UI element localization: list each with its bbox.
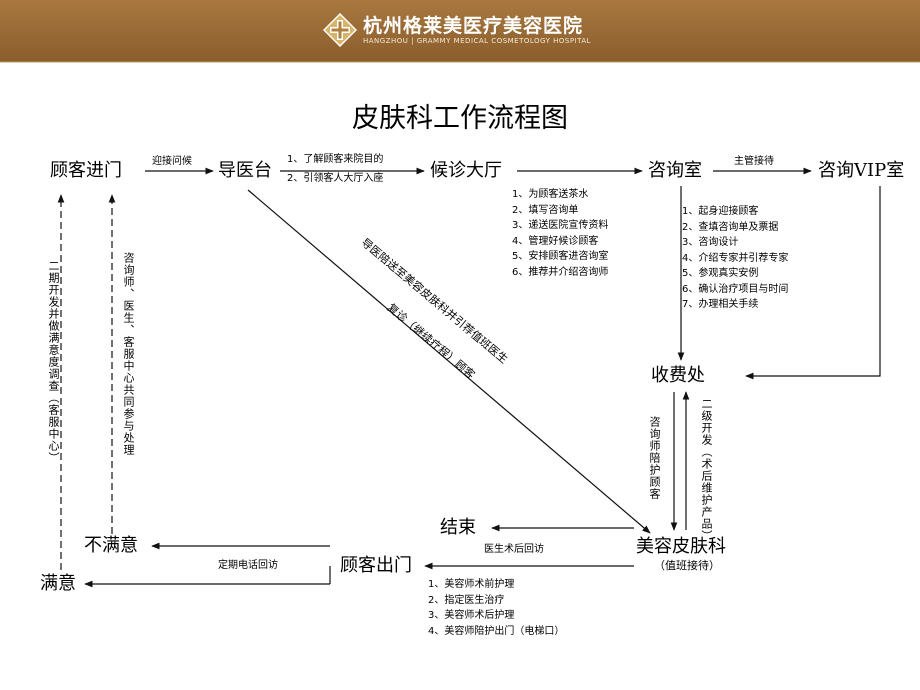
node-reception: 导医台 [218, 160, 272, 181]
list-consult-room: 1、起身迎接顾客 2、查填咨询单及票据 3、咨询设计 4、介绍专家并引荐专家 5… [682, 204, 788, 313]
label-left-inner: 咨询师、医生、客服中心共同参与处理 [122, 252, 135, 456]
edge-reception-derm [247, 189, 651, 534]
list-item: 7、办理相关手续 [682, 299, 759, 310]
list-item: 3、美容师术后护理 [428, 610, 515, 621]
list-item: 2、指定医生治疗 [428, 594, 505, 606]
list-item: 6、推荐并介绍咨询师 [512, 266, 609, 278]
node-dermatology: 美容皮肤科 [636, 536, 726, 557]
hospital-name-en: HANGZHOU | GRAMMY MEDICAL COSMETOLOGY HO… [363, 36, 592, 45]
list-item: 4、美容师陪护出门（电梯口） [428, 625, 565, 637]
node-cashier: 收费处 [651, 365, 705, 386]
list-item: 5、参观真实安例 [682, 268, 759, 279]
node-customer-enter: 顾客进门 [50, 160, 122, 181]
header-curve [0, 61, 920, 63]
hospital-name-cn: 杭州格莱美医疗美容医院 [363, 14, 584, 37]
node-unsatisfied: 不满意 [84, 535, 138, 556]
label-secondary-dev: 二级开发（术后维护产品） [700, 398, 713, 542]
list-waiting-hall: 1、为顾客送茶水 2、填写咨询单 3、递送医院宣传资料 4、管理好候诊顾客 5、… [512, 187, 608, 280]
list-item: 1、起身迎接顾客 [682, 206, 759, 217]
list-item: 4、介绍专家并引荐专家 [682, 252, 789, 264]
list-item: 3、咨询设计 [682, 237, 739, 248]
node-end: 结束 [440, 517, 476, 538]
list-item: 1、美容师术前护理 [428, 579, 515, 590]
label-welcome: 迎接问候 [152, 156, 192, 167]
list-dermatology: 1、美容师术前护理 2、指定医生治疗 3、美容师术后护理 4、美容师陪护出门（电… [428, 577, 564, 639]
node-dermatology-sub: （值班接待） [654, 559, 720, 572]
list-item: 1、为顾客送茶水 [512, 189, 589, 200]
header-band [0, 0, 920, 62]
node-satisfied: 满意 [40, 573, 76, 594]
page-title: 皮肤科工作流程图 [352, 103, 568, 134]
list-item: 2、查填咨询单及票据 [682, 221, 779, 233]
node-consult-room: 咨询室 [648, 160, 702, 181]
label-reception-step-1: 1、了解顾客来院目的 [287, 154, 384, 165]
node-vip-room: 咨询VIP室 [818, 160, 905, 181]
hospital-logo: 杭州格莱美医疗美容医院 HANGZHOU | GRAMMY MEDICAL CO… [323, 10, 591, 50]
list-item: 3、递送医院宣传资料 [512, 220, 609, 231]
label-reception-step-2: 2、引领客人大厅入座 [287, 173, 384, 184]
label-consultant-escort: 咨询师陪护顾客 [648, 416, 661, 500]
list-item: 2、填写咨询单 [512, 204, 579, 216]
label-supervisor: 主管接待 [734, 156, 774, 167]
node-waiting-hall: 候诊大厅 [430, 160, 502, 181]
list-item: 5、安排顾客进咨询室 [512, 251, 609, 262]
edge-vip-cashier [745, 186, 881, 380]
list-item: 4、管理好候诊顾客 [512, 235, 599, 247]
label-phone-followup: 定期电话回访 [218, 560, 278, 571]
list-item: 6、确认治疗项目与时间 [682, 283, 789, 295]
node-customer-exit: 顾客出门 [340, 555, 412, 576]
diamond-cross-logo-icon [323, 13, 357, 47]
label-left-outer: 二期开发并做满意度调查（客服中心） [47, 260, 60, 464]
label-doctor-followup: 医生术后回访 [484, 544, 544, 555]
